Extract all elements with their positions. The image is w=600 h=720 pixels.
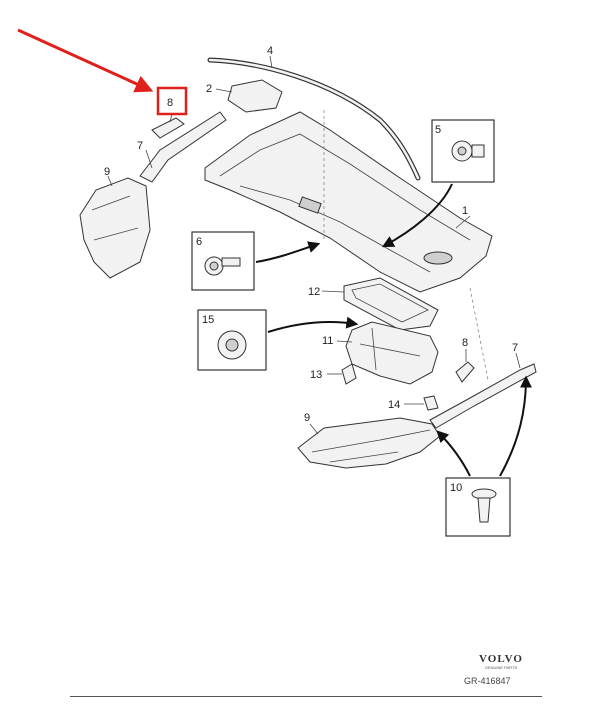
- brand-name: VOLVO: [479, 653, 523, 665]
- pointer-arrow-10-left: [436, 430, 471, 477]
- callout-11: 11: [322, 335, 333, 347]
- callout-4: 4: [267, 45, 273, 57]
- part-14-clip: [423, 395, 439, 411]
- part-1-cowl-panel: [204, 111, 493, 293]
- part-8-right-bracket: [455, 361, 475, 383]
- part-2-cover: [227, 79, 283, 113]
- callout-10: 10: [450, 482, 462, 494]
- part-7-right-strip: [429, 363, 537, 429]
- callout-13: 13: [310, 369, 322, 381]
- part-12-seal-frame: [343, 277, 439, 331]
- pointer-arrow-6: [255, 241, 321, 263]
- footer-divider: [70, 696, 542, 697]
- callout-12: 12: [308, 286, 320, 298]
- callout-2: 2: [206, 83, 212, 95]
- callout-15: 15: [202, 314, 214, 326]
- callout-5: 5: [435, 124, 441, 136]
- pointer-arrow-10-right: [499, 375, 532, 477]
- volvo-logo: VOLVO GENUINE PARTS: [470, 653, 532, 670]
- part-9-right-panel: [297, 417, 441, 469]
- highlight-arrow: [17, 28, 154, 93]
- brand-subtitle: GENUINE PARTS: [484, 665, 518, 670]
- reference-code: GR-416847: [464, 676, 511, 686]
- pointer-arrow-5: [381, 183, 453, 248]
- part-7-left-strip: [139, 111, 227, 183]
- pointer-arrow-15: [267, 316, 359, 333]
- callout-9-left: 9: [104, 166, 110, 178]
- callout-8-highlighted: 8: [167, 97, 173, 109]
- callout-14: 14: [388, 399, 400, 411]
- part-13-bracket: [341, 363, 357, 385]
- callout-7-left: 7: [137, 140, 143, 152]
- callout-6: 6: [196, 236, 202, 248]
- callout-1: 1: [462, 205, 468, 217]
- callout-8-right: 8: [462, 337, 468, 349]
- detail-box-10: [445, 477, 511, 537]
- part-11-housing: [345, 321, 439, 385]
- part-9-left-panel: [79, 177, 151, 279]
- callout-7-right: 7: [512, 342, 518, 354]
- callout-9-right: 9: [304, 412, 310, 424]
- part-8-left-bracket: [151, 117, 185, 139]
